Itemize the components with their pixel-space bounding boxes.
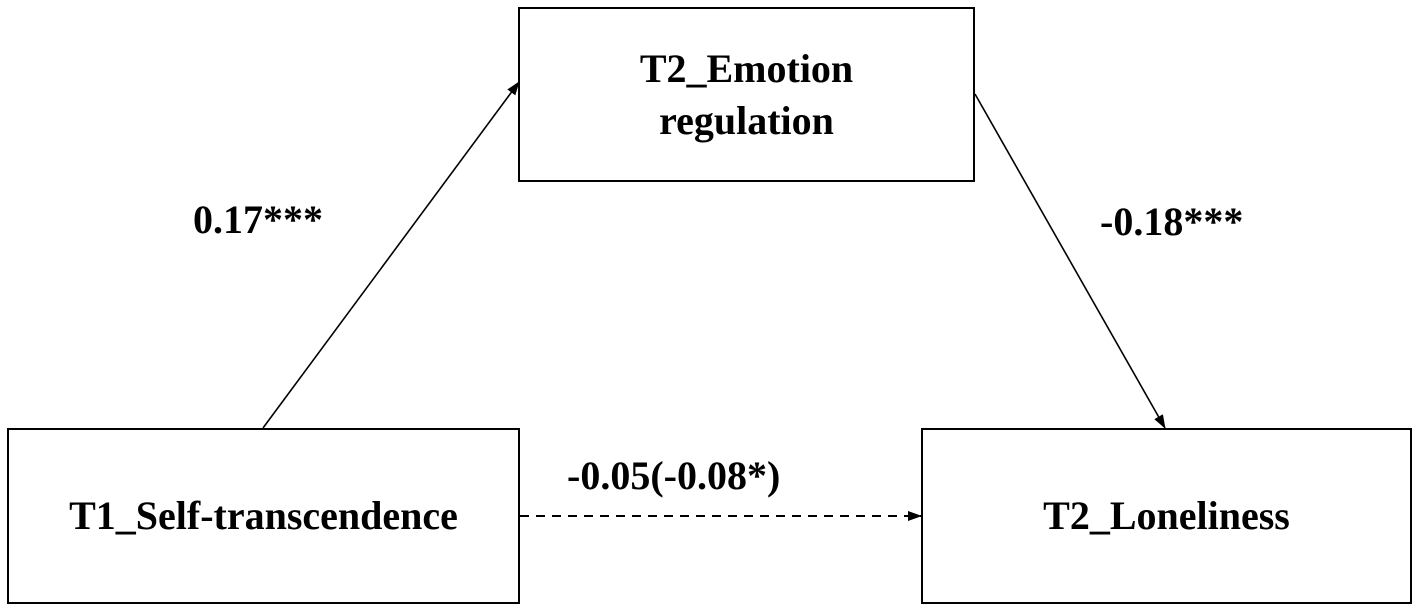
path-b-arrow: [974, 93, 1166, 429]
mediator-node-box: T2_Emotion regulation: [518, 7, 975, 182]
mediator-label-line2: regulation: [659, 97, 834, 143]
path-c-coefficient: -0.05(-0.08*): [567, 453, 781, 498]
predictor-node-box: T1_Self-transcendence: [7, 428, 520, 604]
path-a-coefficient: 0.17***: [193, 197, 323, 242]
outcome-node-box: T2_Loneliness: [921, 428, 1412, 604]
predictor-label: T1_Self-transcendence: [69, 493, 458, 538]
outcome-label: T2_Loneliness: [1043, 493, 1290, 538]
mediator-label-line1: T2_Emotion: [639, 45, 854, 91]
path-a-arrow: [262, 81, 520, 429]
path-b-coefficient: -0.18***: [1100, 199, 1244, 244]
